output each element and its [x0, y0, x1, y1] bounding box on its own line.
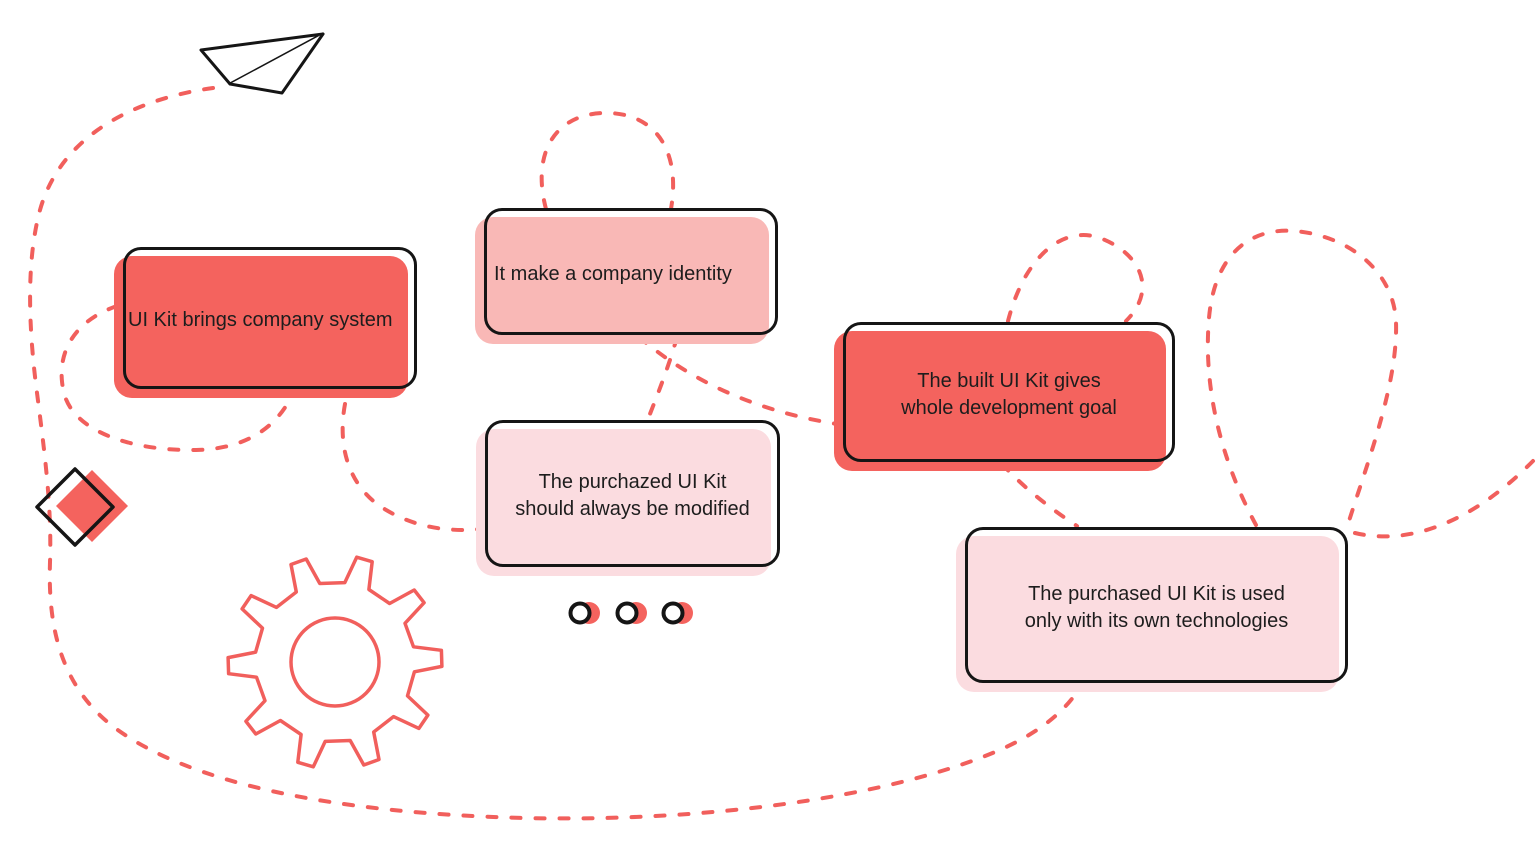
dashed-path-card1-to-card4 [340, 402, 483, 532]
card-frame [484, 208, 778, 335]
dashed-loop-right-teardrop [1205, 228, 1399, 527]
card-frame [965, 527, 1348, 683]
dashed-flow-lines [28, 86, 1535, 821]
card-shadow [114, 256, 408, 398]
dashed-path-left-sweep [28, 86, 1083, 821]
card-frame [123, 247, 417, 389]
dashed-path-card2-to-card3 [637, 335, 839, 426]
card-frame [485, 420, 780, 567]
card-shadow [956, 536, 1339, 692]
card-company-system: UI Kit brings company system [114, 247, 417, 398]
card-shadow [476, 429, 771, 576]
card-frame [843, 322, 1175, 462]
dashed-path-card5-to-edge [1353, 459, 1535, 539]
card-text: It make a company identity [494, 262, 732, 285]
card-shadow [475, 217, 769, 344]
card-text: The purchazed UI Kit should always be mo… [515, 471, 750, 520]
card-development-goal: The built UI Kit gives whole development… [834, 322, 1175, 471]
card-text: The built UI Kit gives whole development… [901, 369, 1117, 419]
progress-dots [568, 601, 693, 625]
paper-plane-icon [199, 32, 325, 95]
dashed-loop-card3 [1006, 233, 1145, 323]
diamond-icon [35, 467, 128, 547]
dashed-loop-card2 [539, 110, 676, 211]
dashed-path-card3-to-card5 [1000, 462, 1079, 528]
card-always-modified: The purchazed UI Kit should always be mo… [476, 420, 780, 576]
card-company-identity: It make a company identity [475, 208, 778, 344]
card-own-technologies: The purchased UI Kit is used only with i… [956, 527, 1348, 692]
card-text: The purchased UI Kit is used only with i… [1024, 582, 1289, 632]
dashed-path-card2-to-card4 [646, 335, 679, 421]
dot [615, 601, 647, 625]
dot [568, 601, 600, 625]
dot [661, 601, 693, 625]
card-shadow [834, 331, 1166, 471]
gear-icon [226, 555, 444, 769]
dashed-path-under-card1 [59, 304, 291, 453]
card-text: UI Kit brings company system [128, 309, 393, 331]
